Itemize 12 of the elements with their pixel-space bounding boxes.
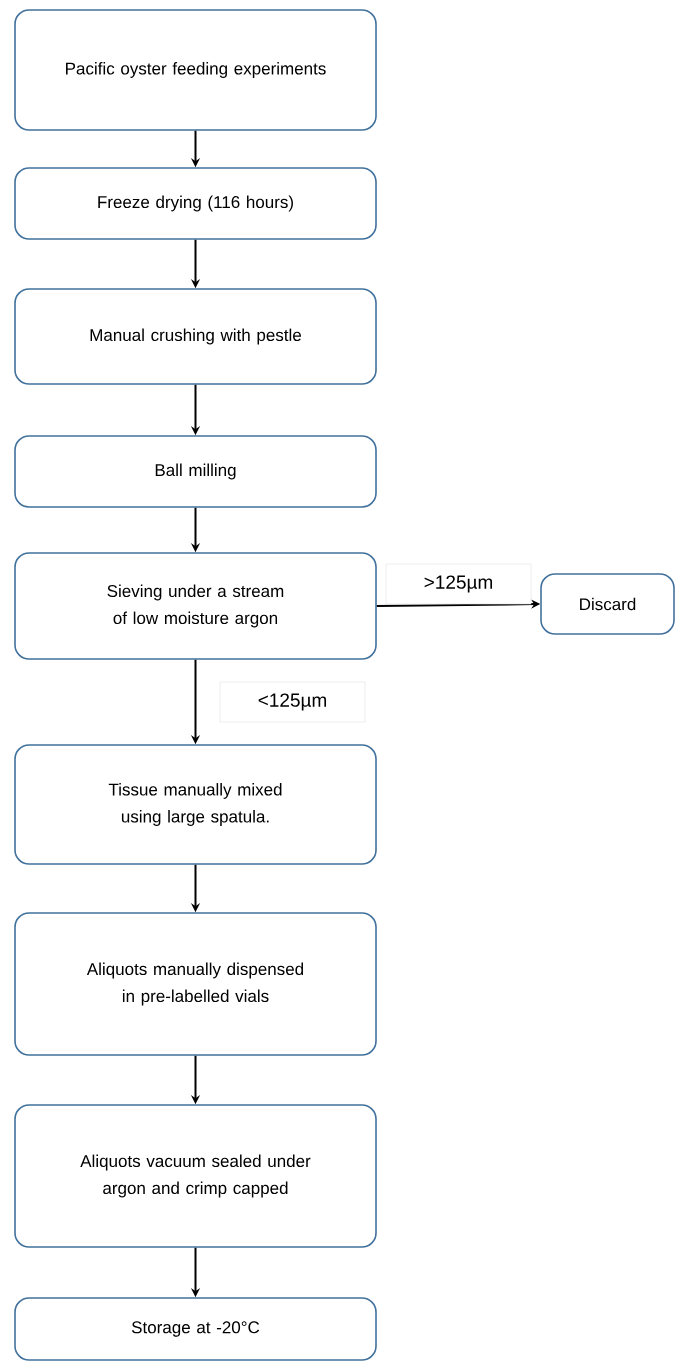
edge-label: <125µm bbox=[219, 681, 366, 723]
process-box: Storage at -20°C bbox=[14, 1297, 377, 1361]
process-box: Manual crushing with pestle bbox=[14, 288, 377, 385]
edge-label: >125µm bbox=[385, 563, 532, 605]
process-box: Freeze drying (116 hours) bbox=[14, 167, 377, 240]
process-box: Aliquots vacuum sealed under argon and crimp capped bbox=[14, 1104, 377, 1248]
process-box: Ball milling bbox=[14, 435, 377, 508]
process-box: Sieving under a stream of low moisture argon bbox=[14, 552, 377, 660]
process-box: Aliquots manually dispensed in pre-labelled vials bbox=[14, 912, 377, 1056]
process-box: Pacific oyster feeding experiments bbox=[14, 9, 377, 131]
process-box: Discard bbox=[540, 573, 675, 635]
process-box: Tissue manually mixed using large spatula. bbox=[14, 744, 377, 865]
